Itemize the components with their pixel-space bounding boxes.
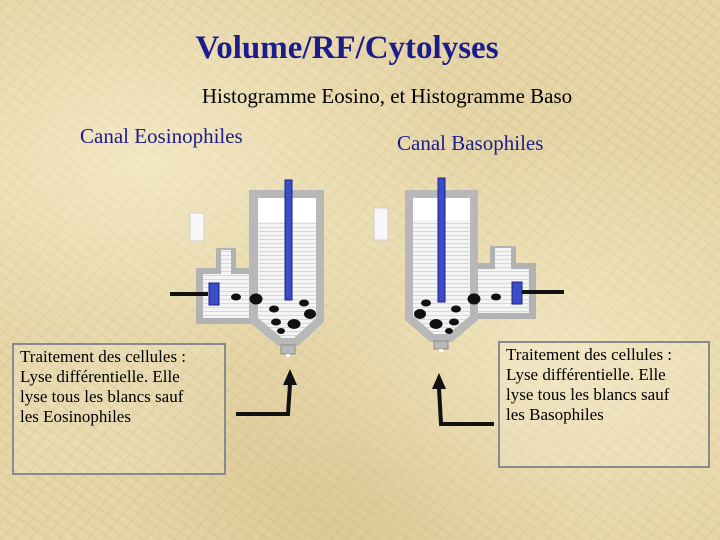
eos-particle (299, 299, 309, 307)
eos-particle (269, 305, 279, 313)
baso-electrode-rod (437, 177, 446, 303)
eos-text-line-1: Traitement des cellules : (20, 347, 187, 366)
baso-outlet-tip (439, 349, 443, 352)
baso-particle (429, 319, 443, 329)
baso-text-line-2: Lyse différentielle. Elle (506, 365, 666, 384)
eos-particle (231, 293, 241, 301)
eosinophil-chamber (170, 179, 324, 416)
baso-text-line-4: les Basophiles (506, 405, 604, 424)
eos-outlet-nozzle (280, 344, 296, 355)
baso-particle (445, 328, 453, 334)
basophil-channel-label: Canal Basophiles (397, 131, 544, 155)
baso-flow-line (437, 387, 494, 426)
eos-particle (304, 309, 316, 319)
eosinophil-treatment-textbox: Traitement des cellules : Lyse différent… (12, 343, 226, 475)
slide-title: Volume/RF/Cytolyses (195, 30, 499, 66)
eos-side-electrode (208, 282, 220, 306)
eos-outlet-tip (286, 354, 290, 357)
slide-subtitle: Histogramme Eosino, et Histogramme Baso (201, 84, 573, 108)
eos-flow-arrowhead (283, 369, 297, 385)
eos-text-line-2: Lyse différentielle. Elle (20, 367, 180, 386)
baso-particle (467, 293, 481, 305)
eos-particle (277, 328, 285, 334)
eos-particle (287, 319, 301, 329)
baso-particle (414, 309, 426, 319)
eosinophil-channel-label: Canal Eosinophiles (80, 124, 243, 148)
baso-side-column (373, 207, 389, 241)
eos-particle (271, 318, 281, 326)
baso-particle (421, 299, 431, 307)
baso-side-neck-liquid (495, 248, 511, 269)
baso-particle (491, 293, 501, 301)
eos-electrode-rod (284, 179, 293, 301)
baso-particle (451, 305, 461, 313)
basophil-treatment-textbox: Traitement des cellules : Lyse différent… (498, 341, 710, 468)
eos-side-column (189, 212, 205, 242)
eos-text-line-4: les Eosinophiles (20, 407, 131, 426)
eos-particles (231, 293, 316, 334)
basophil-chamber (373, 177, 564, 426)
baso-side-electrode (511, 281, 523, 305)
baso-particle (449, 318, 459, 326)
eos-particle (249, 293, 263, 305)
eos-text-line-3: lyse tous les blancs sauf (20, 387, 184, 406)
eos-flow-line (236, 383, 292, 416)
baso-text-line-3: lyse tous les blancs sauf (506, 385, 670, 404)
baso-outlet-nozzle (433, 340, 449, 350)
baso-text-line-1: Traitement des cellules : (506, 345, 673, 364)
eos-side-neck-liquid (221, 250, 231, 274)
baso-particles (414, 293, 501, 334)
baso-flow-arrowhead (432, 373, 446, 389)
